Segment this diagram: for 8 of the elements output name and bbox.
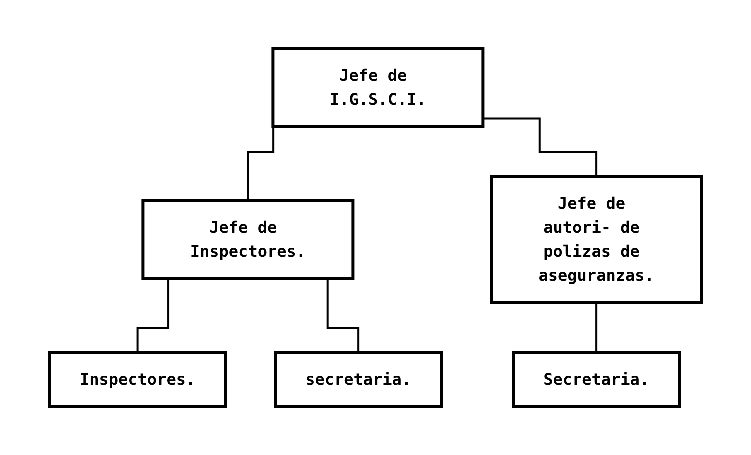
node-box: Inspectores. [48,351,227,408]
connector [595,302,598,354]
node-box: Jefe de I.G.S.C.I. [271,47,484,128]
node-box: Jefe de Inspectores. [141,199,354,280]
node-box: Jefe de autori- de polizas de aseguranzas. [490,175,703,304]
node-box: Secretaria. [512,351,681,408]
connector [482,117,598,178]
node-box: secretaria. [274,351,443,408]
